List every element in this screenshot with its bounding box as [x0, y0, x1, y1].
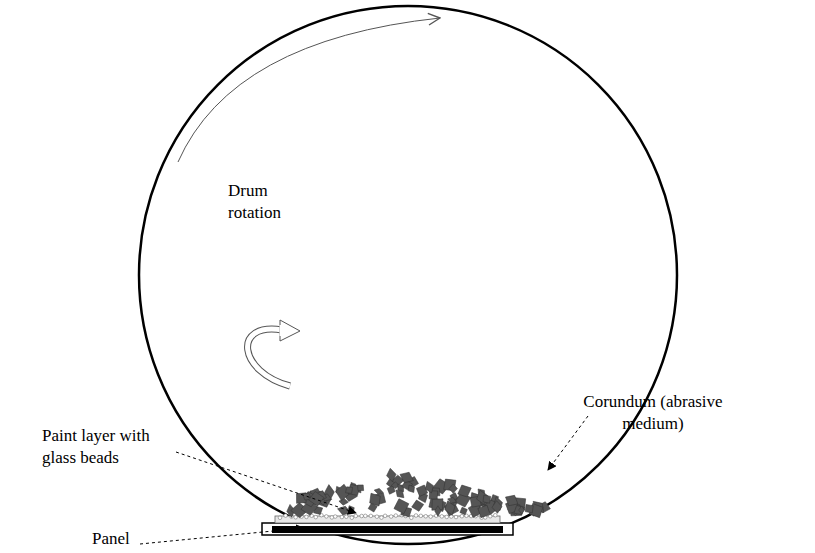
- leader-line: [548, 416, 588, 470]
- corundum-particles: [286, 468, 552, 521]
- rotation-arrow: [178, 18, 440, 162]
- leader-line: [140, 528, 304, 544]
- leader-line: [176, 452, 356, 513]
- tumble-arrow: [248, 320, 300, 386]
- drum: [139, 6, 677, 544]
- part-label: Panel: [92, 528, 152, 550]
- part-label: Corundum (abrasive medium): [578, 391, 728, 435]
- rotation-label: Drum rotation: [228, 180, 303, 224]
- part-label: Paint layer with glass beads: [42, 425, 170, 469]
- panel: [262, 523, 513, 535]
